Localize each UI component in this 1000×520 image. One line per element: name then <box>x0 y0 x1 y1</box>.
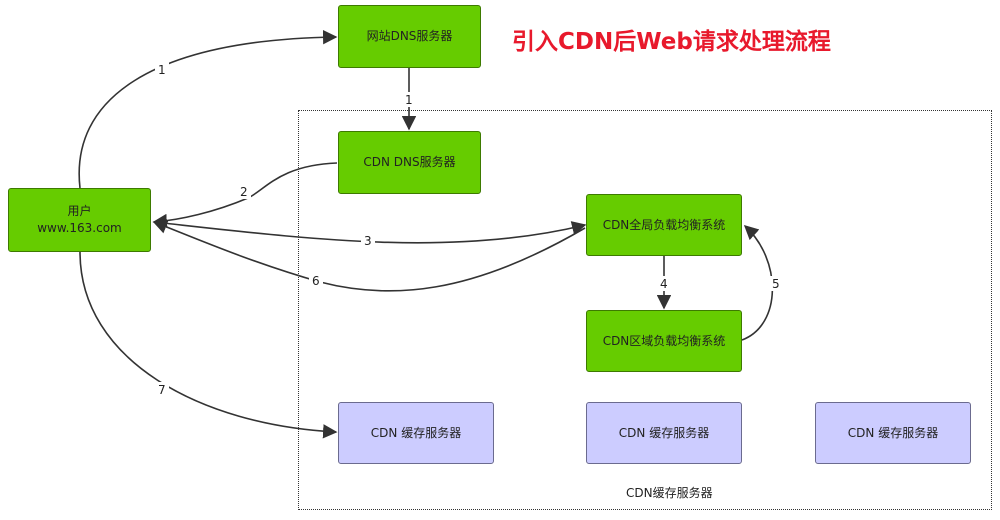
cdn-global-lb-label: CDN全局负载均衡系统 <box>602 217 726 232</box>
diagram-title: 引入CDN后Web请求处理流程 <box>512 29 831 55</box>
edge-7-user-to-cache <box>79 251 338 439</box>
edge-label-6: 6 <box>312 274 320 288</box>
user-node: 用户 www.163.com <box>8 188 151 252</box>
edge-label-1b: 1 <box>405 93 413 107</box>
site-dns-server-label: 网站DNS服务器 <box>366 29 453 43</box>
site-dns-server-node: 网站DNS服务器 <box>338 5 481 68</box>
cdn-dns-server-node: CDN DNS服务器 <box>338 131 481 194</box>
edge-label-7: 7 <box>158 383 166 397</box>
cdn-region-lb-node: CDN区域负载均衡系统 <box>586 310 742 372</box>
cdn-cache-server-label-3: CDN 缓存服务器 <box>847 425 939 440</box>
cdn-global-lb-node: CDN全局负载均衡系统 <box>586 194 742 256</box>
cdn-cache-server-node-1: CDN 缓存服务器 <box>338 402 494 464</box>
cdn-cache-server-node-2: CDN 缓存服务器 <box>586 402 742 464</box>
edge-label-2: 2 <box>240 185 248 199</box>
cdn-dns-server-label: CDN DNS服务器 <box>363 155 456 169</box>
cdn-cache-region-label: CDN缓存服务器 <box>626 486 713 500</box>
edge-5-region-to-global-lb <box>741 225 774 341</box>
edge-1-user-to-site-dns <box>78 30 338 189</box>
cdn-cache-region <box>298 110 992 510</box>
edge-label-4: 4 <box>660 277 668 291</box>
edge-label-3: 3 <box>364 234 372 248</box>
cdn-cache-server-label-2: CDN 缓存服务器 <box>618 425 710 440</box>
edge-6-global-lb-to-user <box>152 220 586 292</box>
cdn-region-lb-label: CDN区域负载均衡系统 <box>602 333 726 348</box>
cdn-cache-server-node-3: CDN 缓存服务器 <box>815 402 971 464</box>
user-domain-label: www.163.com <box>37 221 122 235</box>
user-label: 用户 <box>67 204 92 218</box>
edge-label-5: 5 <box>772 277 780 291</box>
edge-label-1a: 1 <box>158 63 166 77</box>
cdn-cache-server-label-1: CDN 缓存服务器 <box>370 425 462 440</box>
